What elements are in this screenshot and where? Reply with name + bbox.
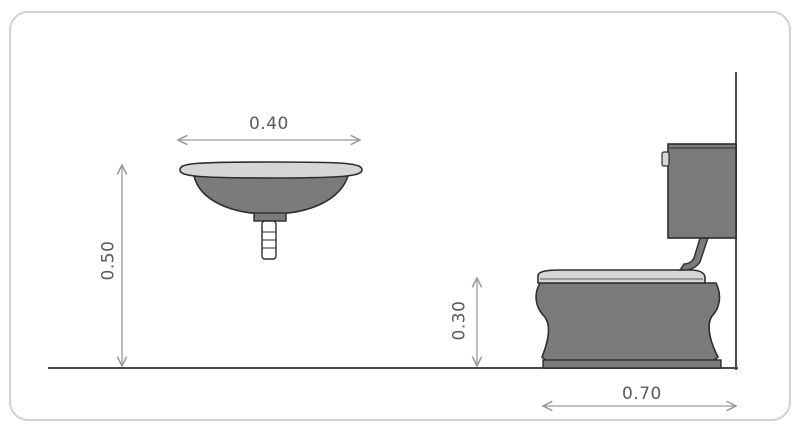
cistern-icon: [661, 143, 737, 239]
toilet-seat-height-label: 0.30: [449, 300, 470, 341]
basin-width-label: 0.40: [249, 114, 289, 134]
wash-basin-icon: [179, 161, 363, 260]
toilet-icon: [535, 237, 722, 369]
basin-height-label: 0.50: [98, 240, 119, 281]
toilet-depth-label: 0.70: [622, 384, 662, 404]
